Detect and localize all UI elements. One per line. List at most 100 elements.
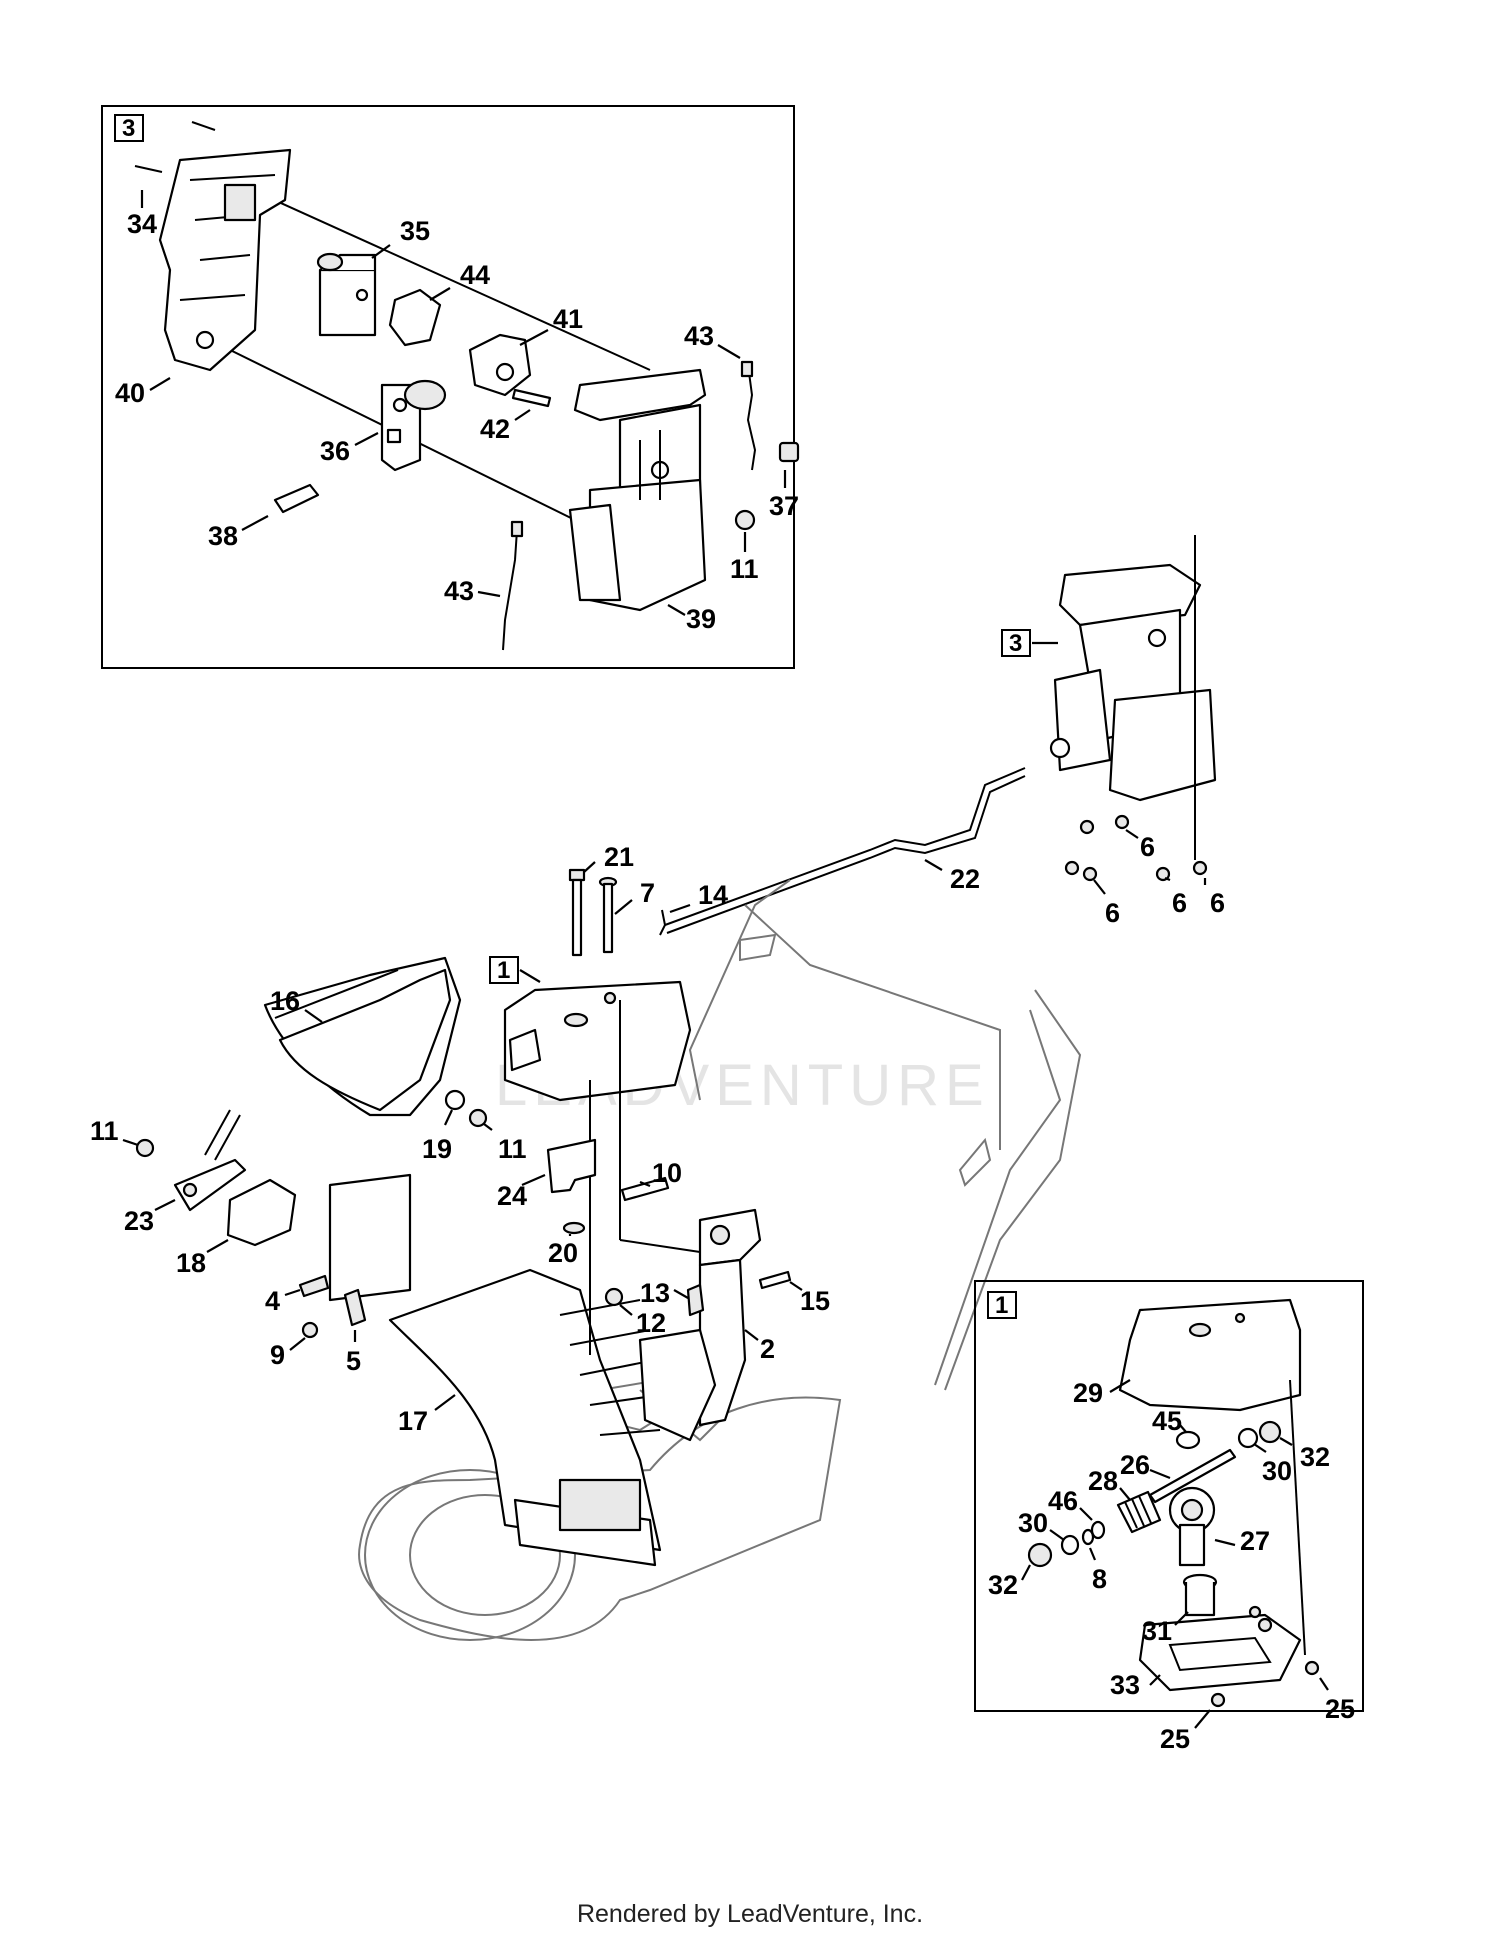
callout-40: 40	[115, 378, 145, 408]
shaft-42	[511, 388, 552, 408]
linkage-23	[173, 1109, 247, 1212]
chute-17	[328, 1173, 662, 1567]
washer-30-right	[1237, 1427, 1259, 1449]
bracket-18	[226, 1178, 297, 1247]
top-cover-1	[503, 980, 692, 1102]
inset-frame-3	[101, 105, 795, 669]
callout-11-inset: 11	[730, 554, 759, 584]
cable-43-upper	[746, 364, 757, 471]
washer-45	[1175, 1430, 1201, 1450]
nut-32-left	[1027, 1542, 1053, 1568]
callout-44: 44	[460, 260, 490, 290]
svg-text:3: 3	[1009, 630, 1022, 657]
callout-6-b: 6	[1105, 898, 1120, 928]
svg-text:1: 1	[497, 957, 510, 984]
callout-32-right: 32	[1300, 1442, 1330, 1472]
callout-12: 12	[636, 1308, 666, 1338]
callout-labels: 34 35 44 41 43 40 42 36 37 38 11 43 39 2…	[90, 190, 1355, 1754]
callout-11-main: 11	[498, 1134, 527, 1164]
screws-6	[1064, 814, 1208, 882]
callout-37: 37	[769, 491, 799, 521]
callout-7: 7	[640, 878, 655, 908]
ring-8	[1081, 1528, 1095, 1546]
callout-29: 29	[1073, 1378, 1103, 1408]
callout-41: 41	[553, 304, 583, 334]
callout-30-left: 30	[1018, 1508, 1048, 1538]
washer-30-left	[1060, 1534, 1080, 1556]
callout-11-left: 11	[90, 1116, 119, 1146]
bushing-31	[1182, 1573, 1218, 1617]
callout-36: 36	[320, 436, 350, 466]
chute-control-housing	[1049, 563, 1217, 802]
nut-11-left	[135, 1138, 155, 1158]
bracket-2	[638, 1208, 762, 1442]
callout-46: 46	[1048, 1486, 1078, 1516]
footer-credit: Rendered by LeadVenture, Inc.	[576, 1900, 924, 1928]
callout-27: 27	[1240, 1526, 1270, 1556]
callout-43-bottom: 43	[444, 576, 474, 606]
screw-25-top	[1248, 1605, 1262, 1619]
callout-16: 16	[270, 986, 300, 1016]
washer-20	[562, 1221, 586, 1235]
motor-36	[380, 379, 447, 472]
knob-37	[778, 441, 800, 463]
pin-7	[598, 876, 618, 954]
callout-20: 20	[548, 1238, 578, 1268]
washer-46	[1090, 1520, 1106, 1540]
callout-2: 2	[760, 1334, 775, 1364]
callout-6-c: 6	[1210, 888, 1225, 918]
callout-9: 9	[270, 1340, 285, 1370]
callout-42: 42	[480, 414, 510, 444]
nut-11-inset	[734, 509, 756, 531]
chute-housing-front	[568, 368, 707, 612]
callout-10: 10	[652, 1158, 682, 1188]
callout-28: 28	[1088, 1466, 1118, 1496]
nut-12	[604, 1287, 624, 1307]
callout-38: 38	[208, 521, 238, 551]
fitting-38	[273, 483, 320, 514]
callout-13: 13	[640, 1278, 670, 1308]
callout-31: 31	[1142, 1616, 1172, 1646]
svg-text:1: 1	[995, 1292, 1008, 1319]
callout-18: 18	[176, 1248, 206, 1278]
screw-25-right	[1304, 1660, 1320, 1676]
bolt-4	[298, 1274, 330, 1298]
callout-45: 45	[1152, 1406, 1182, 1436]
gear-27	[1168, 1486, 1216, 1567]
bracket-24	[546, 1138, 597, 1194]
handle-frame	[688, 879, 1082, 1391]
callout-33: 33	[1110, 1670, 1140, 1700]
gear-housing-41	[468, 333, 532, 397]
callout-43-top: 43	[684, 321, 714, 351]
bolt-15	[758, 1270, 792, 1290]
callout-14: 14	[698, 880, 728, 910]
nut-11-main	[468, 1108, 488, 1128]
clip-13	[686, 1283, 705, 1317]
bolt-21	[568, 868, 586, 957]
inset-frame-1	[974, 1280, 1364, 1712]
cable-43-lower	[502, 529, 518, 651]
motor-35	[316, 252, 377, 337]
callout-24: 24	[497, 1181, 527, 1211]
nut-32-right	[1258, 1420, 1282, 1444]
callout-32-left: 32	[988, 1570, 1018, 1600]
callout-17: 17	[398, 1406, 428, 1436]
callout-21: 21	[604, 842, 634, 872]
washer-19	[444, 1089, 466, 1111]
ref-box-1-main: 1	[489, 956, 519, 984]
callout-15: 15	[800, 1286, 830, 1316]
plate-33	[1138, 1613, 1302, 1692]
callout-6-a: 6	[1140, 832, 1155, 862]
pin-10	[620, 1176, 670, 1202]
callout-34: 34	[127, 209, 157, 239]
ref-box-3-inset: 3	[114, 114, 144, 142]
callout-26: 26	[1120, 1450, 1150, 1480]
bolt-5	[343, 1288, 367, 1327]
ref-box-1-inset: 1	[987, 1291, 1017, 1319]
callout-30-right: 30	[1262, 1456, 1292, 1486]
screw-25-bottom	[1210, 1692, 1226, 1708]
callout-25-bottom: 25	[1160, 1724, 1190, 1754]
screw-9	[301, 1321, 319, 1339]
bracket-44	[388, 288, 442, 347]
